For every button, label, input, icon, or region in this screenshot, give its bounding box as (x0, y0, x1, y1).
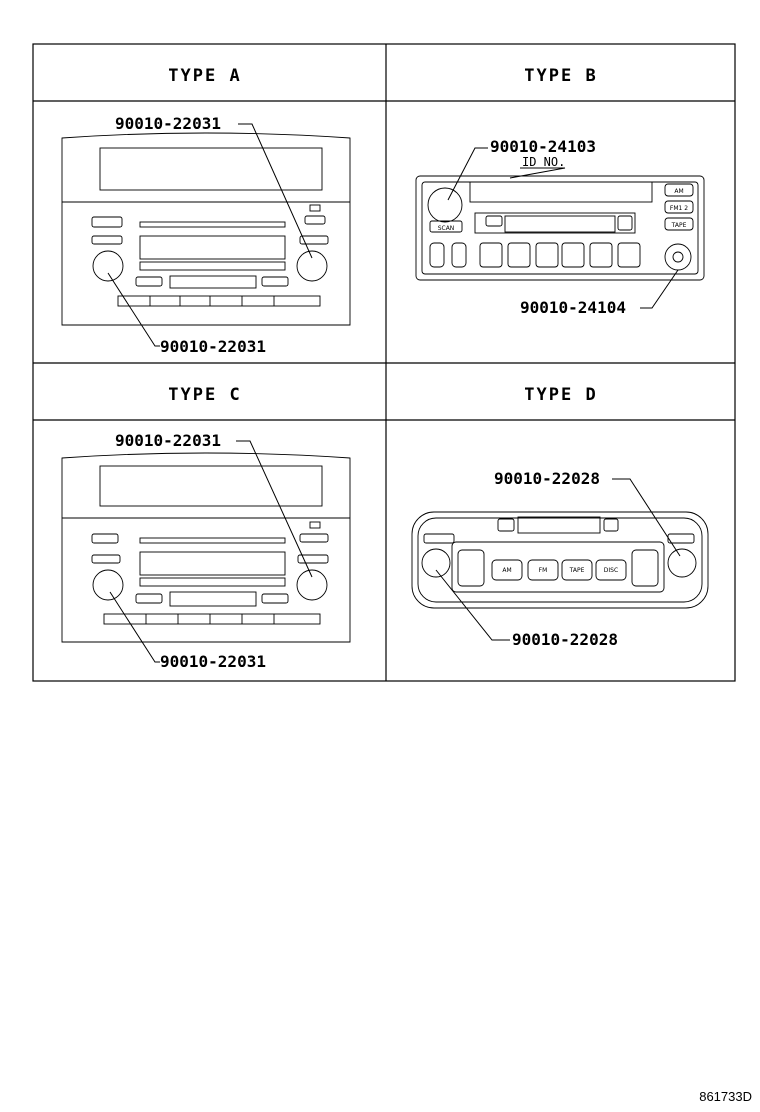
type-d-radio-drawing (411, 511, 709, 609)
type-d-top-part-number: 90010-22028 (494, 469, 600, 488)
type-b-tape-button: TAPE (671, 222, 687, 229)
type-b-am-button: AM (674, 188, 683, 195)
type-a-top-part-number: 90010-22031 (115, 114, 221, 133)
type-b-radio-drawing (415, 175, 705, 281)
type-d-disc-button: DISC (604, 567, 618, 574)
type-c-header: TYPE C (168, 385, 241, 405)
type-b-header: TYPE B (524, 66, 597, 86)
type-a-leaders (107, 123, 313, 347)
type-b-top-part-number: 90010-24103 (490, 137, 596, 156)
type-d-leaders (435, 478, 681, 641)
type-c-bottom-part-number: 90010-22031 (160, 652, 266, 671)
type-d-tape-button: TAPE (569, 567, 585, 574)
type-a-radio-drawing (61, 132, 351, 326)
type-b-fm-button: FM1 2 (670, 205, 688, 212)
type-d-bottom-part-number: 90010-22028 (512, 630, 618, 649)
diagram-reference-code: 861733D (699, 1089, 752, 1104)
type-c-leaders (109, 440, 313, 663)
type-d-am-button: AM (502, 567, 511, 574)
type-c-top-part-number: 90010-22031 (115, 431, 221, 450)
type-a-header: TYPE A (168, 66, 241, 86)
type-b-scan-button: SCAN (438, 225, 455, 232)
type-d-header: TYPE D (524, 385, 597, 405)
type-b-id-label: ID NO. (522, 155, 565, 169)
type-a-bottom-part-number: 90010-22031 (160, 337, 266, 356)
type-b-leaders (447, 147, 679, 309)
table-grid (32, 43, 736, 682)
type-c-radio-drawing (61, 452, 351, 643)
type-d-fm-button: FM (539, 567, 548, 574)
type-b-bottom-part-number: 90010-24104 (520, 298, 626, 317)
